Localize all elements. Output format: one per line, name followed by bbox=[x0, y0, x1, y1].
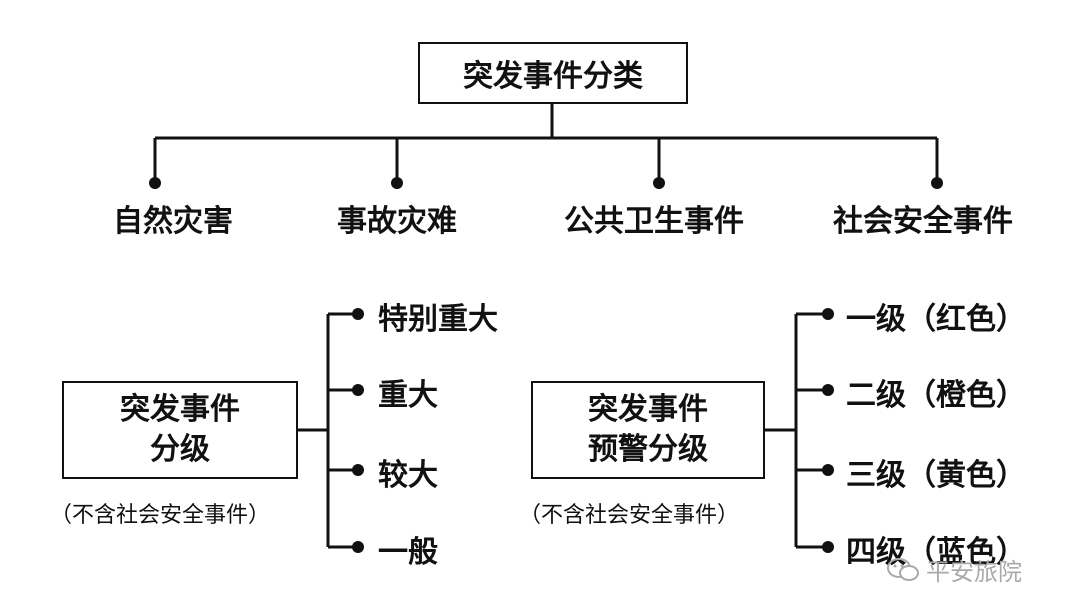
root-box: 突发事件分类 bbox=[418, 42, 688, 104]
grading-level-1: 特别重大 bbox=[378, 302, 498, 337]
grading-box: 突发事件 分级 bbox=[62, 381, 298, 479]
warning-box: 突发事件 预警分级 bbox=[531, 381, 765, 479]
warning-box-line2: 预警分级 bbox=[588, 432, 708, 467]
category-dot bbox=[653, 177, 665, 189]
grading-box-line1: 突发事件 bbox=[120, 392, 240, 427]
category-natural: 自然灾害 bbox=[113, 204, 233, 239]
wechat-icon bbox=[887, 557, 919, 581]
warning-dot bbox=[822, 541, 834, 553]
grading-level-2: 重大 bbox=[378, 378, 438, 413]
warning-dot bbox=[822, 464, 834, 476]
warning-dot bbox=[822, 384, 834, 396]
warning-level-2: 二级（橙色） bbox=[846, 378, 1026, 413]
level-dot bbox=[352, 541, 364, 553]
root-title: 突发事件分类 bbox=[463, 59, 643, 94]
level-dot bbox=[352, 384, 364, 396]
warning-dot bbox=[822, 308, 834, 320]
category-accident: 事故灾难 bbox=[337, 204, 457, 239]
category-dot bbox=[391, 177, 403, 189]
watermark-text: 平安旅院 bbox=[926, 558, 1022, 586]
level-dot bbox=[352, 464, 364, 476]
category-dot bbox=[149, 177, 161, 189]
warning-box-line1: 突发事件 bbox=[588, 392, 708, 427]
warning-level-4: 四级（蓝色） bbox=[846, 535, 1026, 570]
warning-note: （不含社会安全事件） bbox=[519, 503, 740, 528]
watermark: 平安旅院 bbox=[886, 552, 1022, 587]
warning-level-3: 三级（黄色） bbox=[846, 458, 1026, 493]
level-dot bbox=[352, 308, 364, 320]
grading-box-line2: 分级 bbox=[150, 432, 210, 467]
warning-level-1: 一级（红色） bbox=[846, 302, 1026, 337]
category-social-security: 社会安全事件 bbox=[833, 204, 1013, 239]
grading-note: （不含社会安全事件） bbox=[50, 503, 271, 528]
category-public-health: 公共卫生事件 bbox=[564, 204, 744, 239]
grading-level-4: 一般 bbox=[378, 535, 438, 570]
category-dot bbox=[931, 177, 943, 189]
grading-level-3: 较大 bbox=[378, 458, 438, 493]
